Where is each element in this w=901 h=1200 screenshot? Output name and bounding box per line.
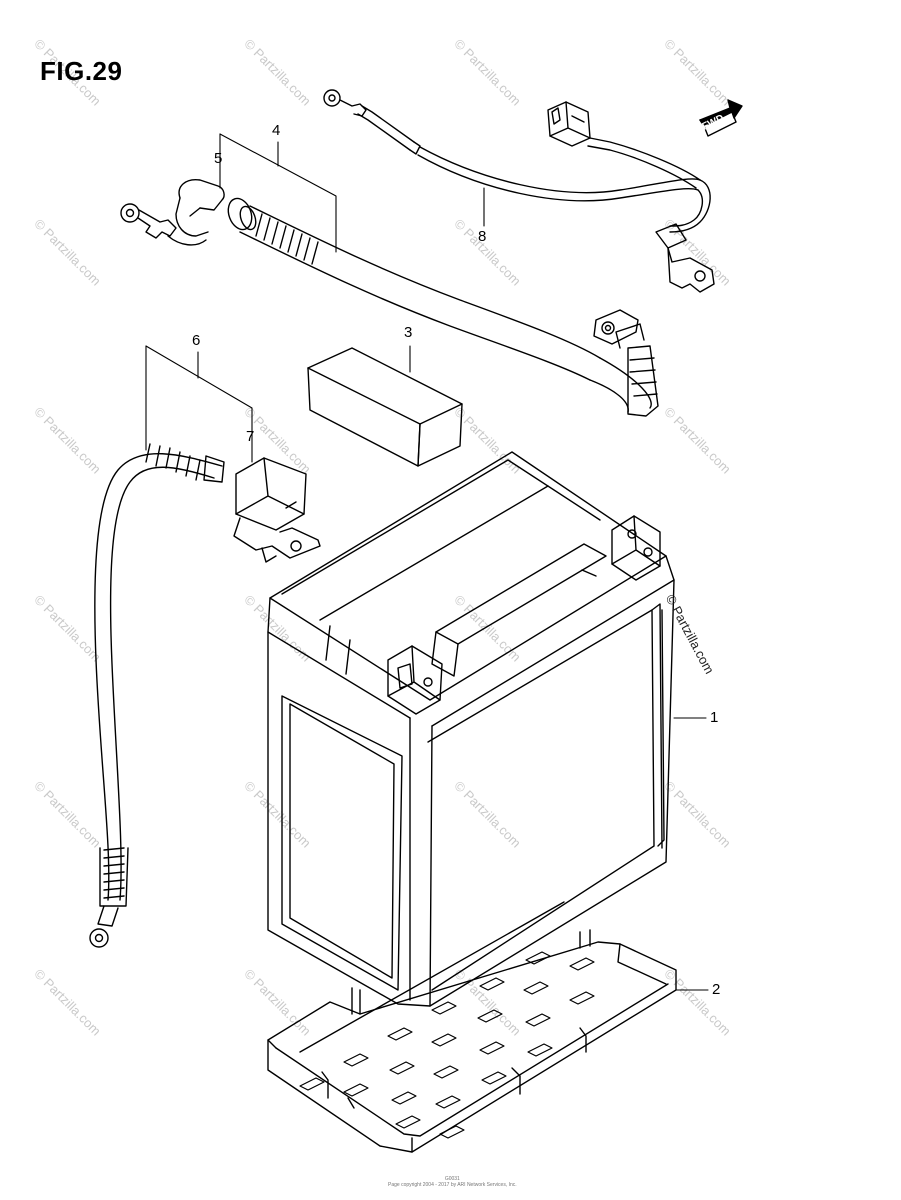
figure-title: FIG.29 <box>40 56 123 86</box>
callout-2: 2 <box>712 981 721 998</box>
footer-code: G0031 <box>444 1176 460 1182</box>
footer: G0031 Page copyright 2004 - 2017 by ARI … <box>388 1176 517 1188</box>
callout-6: 6 <box>192 332 201 349</box>
callout-7: 7 <box>246 428 255 445</box>
callout-leaders <box>145 133 709 991</box>
part-4-battery-cable <box>120 179 659 417</box>
callout-3: 3 <box>404 324 413 341</box>
callout-4: 4 <box>272 122 281 139</box>
part-1-battery <box>267 451 675 1007</box>
forward-arrow-icon <box>699 99 743 137</box>
part-2-battery-tray <box>267 901 677 1153</box>
part-6-battery-cable <box>89 443 321 948</box>
callout-8: 8 <box>478 228 487 245</box>
callout-5: 5 <box>214 150 223 167</box>
part-8-wire-harness <box>323 89 715 293</box>
footer-copyright: Page copyright 2004 - 2017 by ARI Networ… <box>388 1182 517 1188</box>
part-3-pad <box>307 347 463 467</box>
callout-1: 1 <box>710 709 719 726</box>
